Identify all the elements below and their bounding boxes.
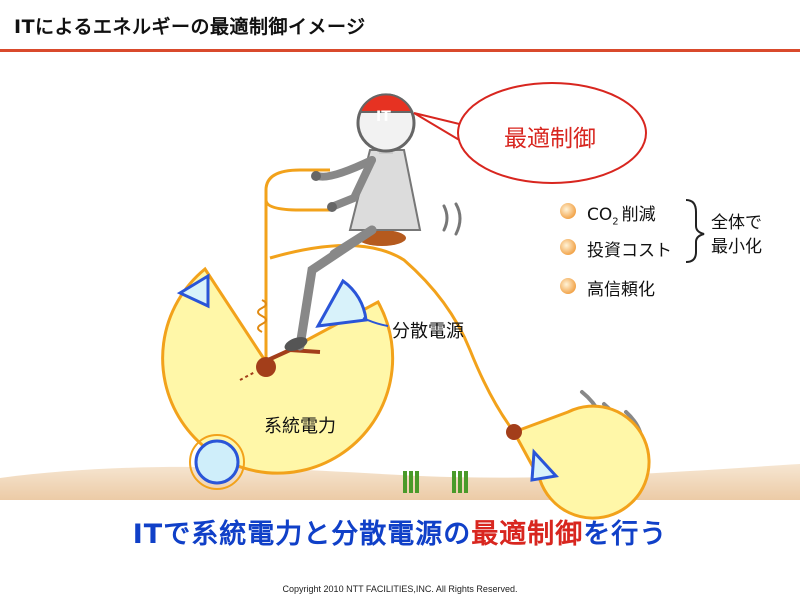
bullet-icon — [560, 203, 576, 219]
bottom-circle-ring — [189, 434, 245, 490]
small-wheel — [511, 404, 651, 520]
bottom-circle — [194, 439, 240, 485]
rider-hand — [311, 171, 321, 181]
ground — [0, 464, 800, 500]
bubble-text: 最適制御 — [504, 126, 596, 152]
bracket-label: 全体で — [711, 213, 762, 233]
motion-dashes — [239, 371, 256, 381]
copyright: Copyright 2010 NTT FACILITIES,INC. All R… — [282, 584, 518, 594]
page-title: ITによるエネルギーの最適制御イメージ — [14, 16, 366, 38]
bullet-icon — [560, 239, 576, 255]
rider-leg-back — [329, 225, 377, 259]
distributed-power-label: 分散電源 — [392, 321, 464, 342]
headline: ITで系統電力と分散電源の最適制御を行う — [0, 512, 800, 551]
motion-lines-rider — [442, 202, 462, 236]
big-wheel-hub — [256, 357, 276, 377]
small-wheel-hub — [506, 424, 522, 440]
callout-arrow — [362, 317, 389, 327]
headline-part1: ITで系統電力と分散電源の — [132, 519, 472, 550]
big-wheel — [161, 266, 395, 475]
rider-head-cap — [358, 93, 414, 113]
rider-arm — [330, 156, 376, 210]
bracket-label: 最小化 — [711, 237, 762, 257]
bicycle-frame — [264, 168, 332, 362]
head-label: IT — [376, 109, 391, 125]
headline-part2: を行う — [583, 519, 668, 550]
headline-highlight: 最適制御 — [471, 519, 584, 550]
rider-hand — [327, 202, 337, 212]
title-divider — [0, 49, 800, 52]
spring — [257, 299, 267, 333]
grid-power-label: 系統電力 — [264, 416, 336, 437]
objective-item: 高信頼化 — [587, 280, 655, 300]
bullet-icon — [560, 278, 576, 294]
objective-item: 投資コスト — [587, 241, 672, 261]
triangle-marker — [530, 448, 559, 482]
rider-foot — [284, 337, 308, 351]
distributed-power-wedge — [315, 278, 368, 328]
thought-bubble — [457, 82, 647, 184]
triangle-marker — [176, 273, 210, 309]
curly-brace — [685, 199, 705, 263]
